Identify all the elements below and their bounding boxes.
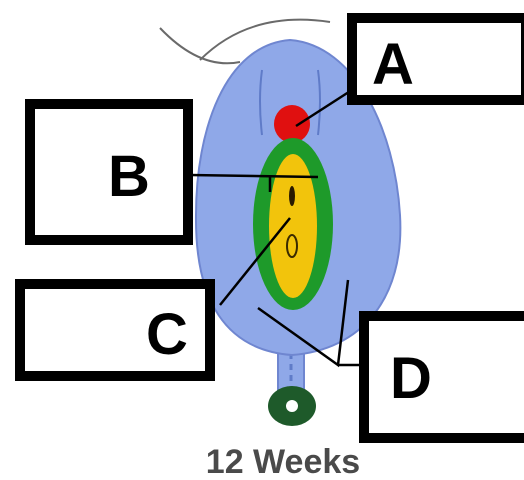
caption: 12 Weeks bbox=[206, 443, 360, 480]
label-d-text: D bbox=[390, 346, 432, 411]
yellow-fold bbox=[269, 154, 317, 298]
inner-opening bbox=[286, 234, 298, 258]
label-box-d[interactable] bbox=[359, 311, 524, 443]
label-c-text: C bbox=[146, 302, 188, 367]
label-b-text: B bbox=[108, 144, 150, 209]
glans-red-structure bbox=[274, 105, 310, 143]
label-box-a[interactable] bbox=[347, 13, 524, 105]
urethral-opening bbox=[289, 186, 295, 206]
label-box-b[interactable] bbox=[25, 99, 193, 245]
label-box-c[interactable] bbox=[15, 279, 215, 381]
leader-a bbox=[295, 86, 356, 128]
umbilical-curve bbox=[159, 18, 331, 65]
leader-b bbox=[189, 173, 319, 179]
label-a-text: A bbox=[372, 32, 414, 97]
leader-c bbox=[219, 217, 291, 306]
